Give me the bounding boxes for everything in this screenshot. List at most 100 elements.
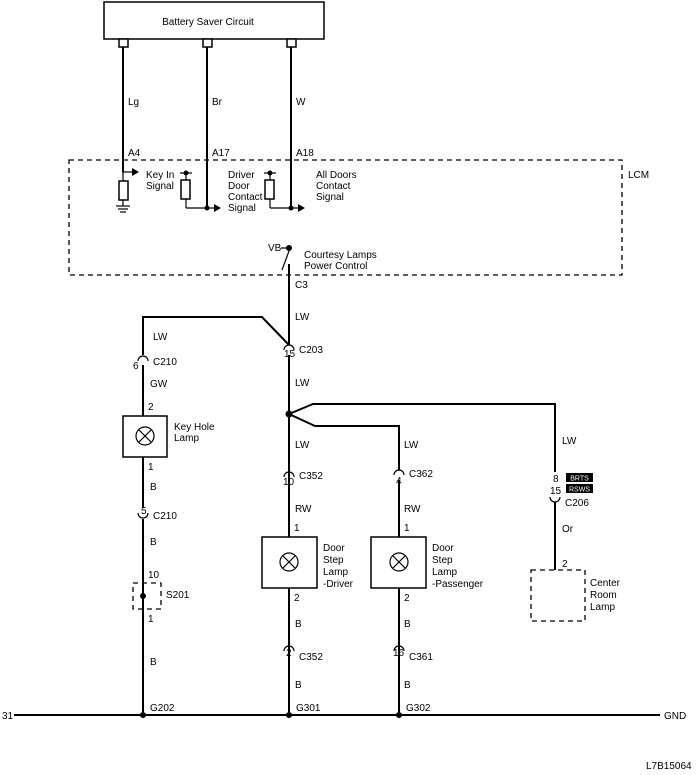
tag-rsws: RSWS [569, 487, 590, 494]
ground-symbol-icon [116, 205, 130, 213]
connector-c352b-icon [283, 645, 295, 652]
wire-label-lg: Lg [128, 97, 139, 108]
ground-g301: G301 [296, 703, 321, 714]
key-hole-label-2: Lamp [174, 433, 199, 444]
module-pin-lg [118, 38, 129, 48]
connector-c206: C206 [565, 498, 589, 509]
door-driver-label-1: Door [323, 543, 345, 554]
key-hole-label-1: Key Hole [174, 422, 215, 433]
wire-label-lw5: LW [404, 440, 419, 451]
wire-label-b1: B [150, 482, 157, 493]
connector-c352b: C352 [299, 652, 323, 663]
wire-label-rw2: RW [404, 504, 421, 515]
key-in-label-1: Key In [146, 170, 174, 181]
lamp-icon [389, 552, 409, 572]
arrow-driver-door-icon [214, 204, 221, 212]
wire-label-lw6: LW [562, 436, 577, 447]
wire-label-b7: B [404, 680, 411, 691]
pin-16: 16 [393, 648, 405, 659]
pin-5: 5 [141, 506, 147, 517]
wire-label-lw4: LW [295, 440, 310, 451]
all-doors-label-2: Contact [316, 181, 351, 192]
ground-node-icon [396, 712, 402, 718]
pin-2-keyhole: 2 [148, 402, 154, 413]
lcm-label: LCM [628, 170, 649, 181]
driver-door-label-2: Door [228, 181, 250, 192]
tag-brts: BRTS [570, 476, 589, 483]
vb-node-icon [286, 245, 292, 251]
driver-door-label-1: Driver [228, 170, 255, 181]
door-pass-label-3: Lamp [432, 567, 457, 578]
arrow-key-in-icon [132, 168, 139, 176]
splice-s201: S201 [166, 590, 190, 601]
pin-1-keyhole: 1 [148, 462, 154, 473]
pin-a18: A18 [296, 148, 314, 159]
figure-id: L7B15064 [646, 761, 692, 772]
pin-2-center: 2 [562, 559, 568, 570]
wire-label-lw2: LW [295, 378, 310, 389]
connector-c352a: C352 [299, 471, 323, 482]
lamp-icon [279, 552, 299, 572]
connector-c210a-icon [137, 355, 149, 362]
connector-c361: C361 [409, 652, 433, 663]
wire-label-b3: B [150, 657, 157, 668]
vb-label: VB [268, 243, 282, 254]
lcm-module [68, 159, 623, 276]
connector-c352a-icon [283, 471, 295, 478]
door-driver-label-3: Lamp [323, 567, 348, 578]
connector-c210b-icon [137, 512, 149, 519]
courtesy-label-2: Power Control [304, 261, 367, 272]
battery-saver-label: Battery Saver Circuit [162, 17, 254, 28]
ground-g202: G202 [150, 703, 175, 714]
ground-g302: G302 [406, 703, 431, 714]
tag-brts-box [566, 473, 593, 482]
connector-c206-icon [549, 496, 561, 503]
wire-label-lw1: LW [295, 312, 310, 323]
pin-10-splice: 10 [148, 570, 160, 581]
pin-2-passenger: 2 [404, 593, 410, 604]
wire-label-w: W [296, 97, 306, 108]
pin-10-driver: 10 [283, 477, 295, 488]
arrow-all-doors-icon [298, 204, 305, 212]
connector-c210a: C210 [153, 357, 177, 368]
pin-2-c352: 2 [286, 648, 292, 659]
module-pin-w [286, 38, 297, 48]
splice-s201-box [132, 582, 162, 610]
wire-lw-branches [288, 403, 556, 472]
driver-door-label-3: Contact [228, 192, 263, 203]
connector-c203-icon [283, 344, 295, 351]
all-doors-label-3: Signal [316, 192, 344, 203]
wire-label-b2: B [150, 537, 157, 548]
ground-bus-left: 31 [2, 711, 14, 722]
wire-label-b4: B [295, 619, 302, 630]
center-room-label-3: Lamp [590, 602, 615, 613]
door-pass-label-2: Step [432, 555, 453, 566]
door-driver-label-4: -Driver [323, 579, 354, 590]
pin-c3: C3 [295, 280, 308, 291]
pin-2-driver: 2 [294, 593, 300, 604]
ground-node-icon [286, 712, 292, 718]
wire-label-or: Or [562, 524, 574, 535]
splice-node-icon [140, 593, 146, 599]
pin-1-passenger: 1 [404, 523, 410, 534]
connector-c203: C203 [299, 345, 323, 356]
key-in-label-2: Signal [146, 181, 174, 192]
pin-15-c206: 15 [550, 486, 562, 497]
courtesy-switch-icon [281, 250, 290, 271]
wire-label-rw1: RW [295, 504, 312, 515]
lamp-icon [135, 426, 155, 446]
battery-saver-module [103, 1, 325, 40]
connector-c362: C362 [409, 469, 433, 480]
tag-rsws-box [566, 484, 593, 493]
pin-6: 6 [133, 361, 139, 372]
wire-label-gw: GW [150, 379, 168, 390]
door-pass-label-4: -Passenger [432, 579, 484, 590]
pin-a4: A4 [128, 148, 141, 159]
pin-1-driver: 1 [294, 523, 300, 534]
wire-lw-keyhole [142, 316, 290, 355]
driver-door-resistor-icon [180, 179, 191, 200]
pin-a17: A17 [212, 148, 230, 159]
wire-label-b6: B [404, 619, 411, 630]
driver-door-label-4: Signal [228, 203, 256, 214]
